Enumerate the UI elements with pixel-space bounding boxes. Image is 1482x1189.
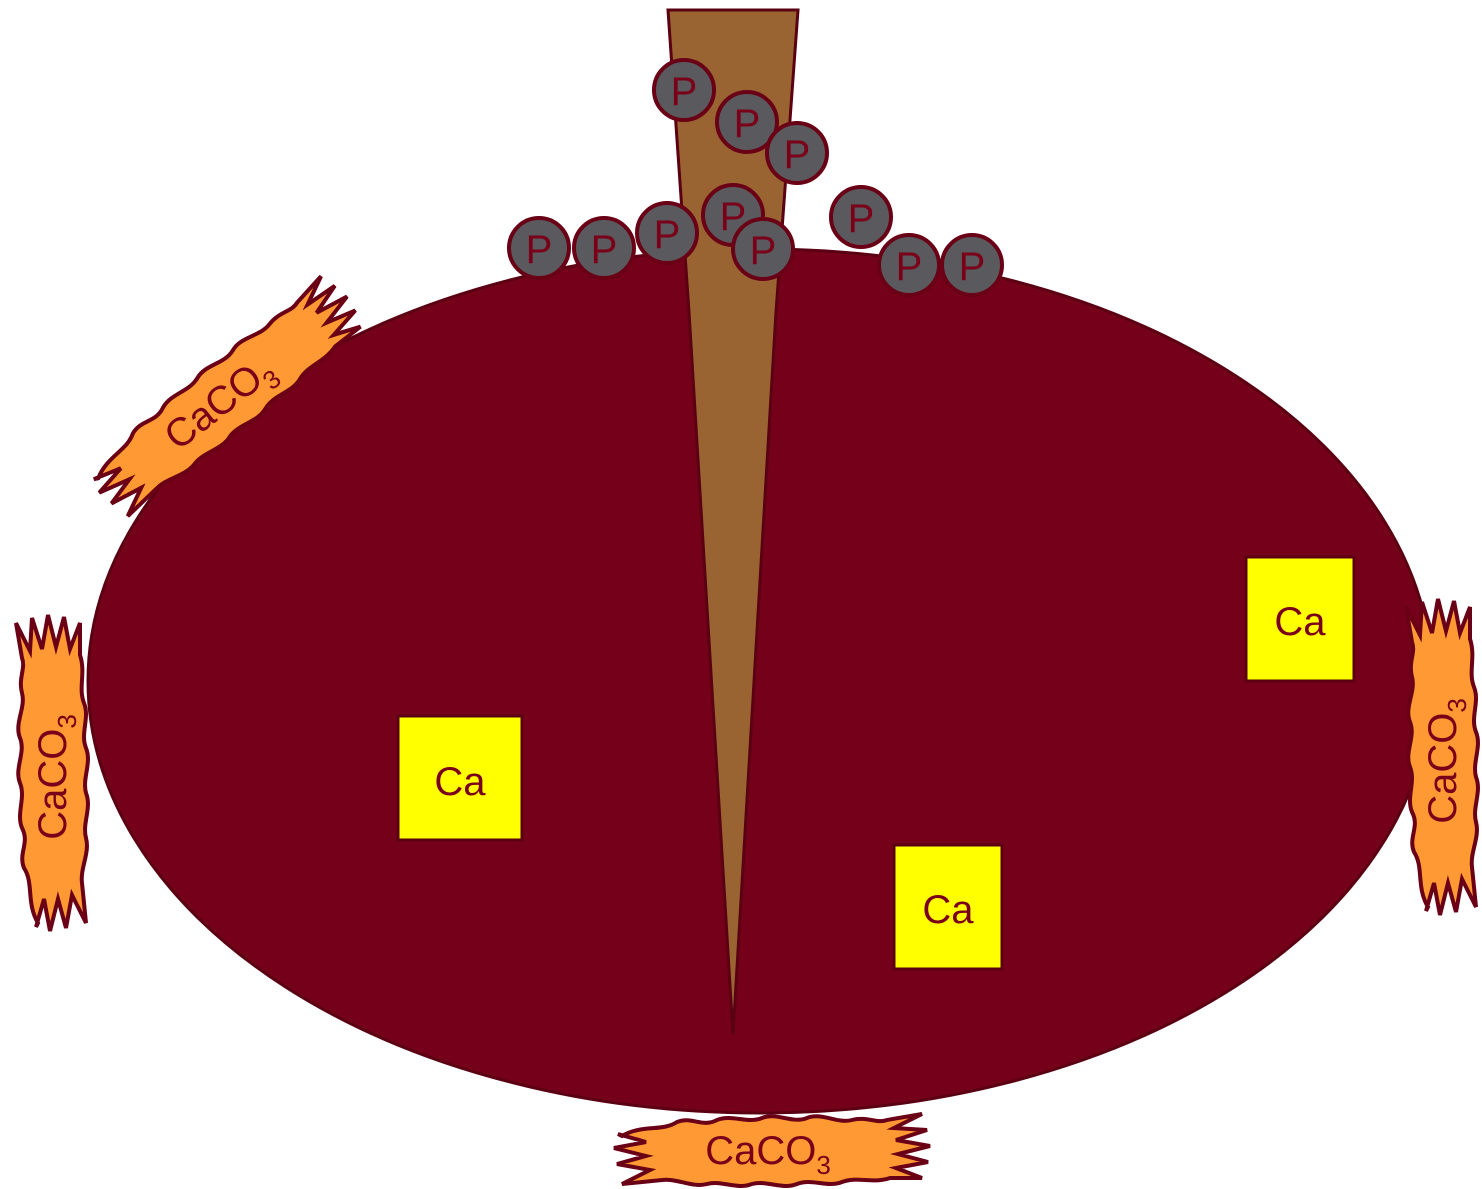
phosphate-circle: P bbox=[831, 187, 891, 247]
carbonate-label: CaCO bbox=[31, 729, 75, 840]
carbonate-subscript: 3 bbox=[52, 714, 82, 728]
svg-text:P: P bbox=[591, 228, 618, 272]
calcium-label: Ca bbox=[922, 888, 974, 932]
svg-text:P: P bbox=[848, 197, 875, 241]
phosphate-circle: P bbox=[767, 123, 827, 183]
phosphate-circle: P bbox=[509, 218, 569, 278]
svg-text:P: P bbox=[526, 228, 553, 272]
calcium-square-2: Ca bbox=[1246, 557, 1354, 681]
carbonate-coating-left: CaCO3 bbox=[16, 615, 88, 931]
svg-text:CaCO3: CaCO3 bbox=[705, 1129, 831, 1180]
carbonate-label: CaCO bbox=[705, 1129, 816, 1173]
svg-text:CaCO3: CaCO3 bbox=[1421, 698, 1472, 824]
svg-text:P: P bbox=[750, 229, 777, 273]
phosphate-circle: P bbox=[879, 235, 939, 295]
phosphate-circle: P bbox=[574, 218, 634, 278]
calcium-label: Ca bbox=[1274, 600, 1326, 644]
svg-text:P: P bbox=[784, 133, 811, 177]
phosphate-circle: P bbox=[733, 219, 793, 279]
calcium-label: Ca bbox=[434, 760, 486, 804]
svg-text:P: P bbox=[959, 245, 986, 289]
calcium-square-1: Ca bbox=[398, 716, 522, 840]
carbonate-coating-right: CaCO3 bbox=[1406, 599, 1478, 915]
carbonate-coating-bottom: CaCO3 bbox=[614, 1114, 930, 1186]
svg-text:P: P bbox=[654, 213, 681, 257]
carbonate-subscript: 3 bbox=[816, 1150, 830, 1180]
carbonate-subscript: 3 bbox=[1442, 698, 1472, 712]
carbonate-label: CaCO bbox=[1421, 713, 1465, 824]
phosphate-circle: P bbox=[637, 203, 697, 263]
phosphate-circle: P bbox=[654, 60, 714, 120]
svg-text:P: P bbox=[671, 70, 698, 114]
phosphate-circle: P bbox=[942, 235, 1002, 295]
calcium-square-3: Ca bbox=[894, 845, 1002, 969]
svg-text:P: P bbox=[896, 245, 923, 289]
svg-text:CaCO3: CaCO3 bbox=[31, 714, 82, 840]
svg-text:P: P bbox=[734, 102, 761, 146]
